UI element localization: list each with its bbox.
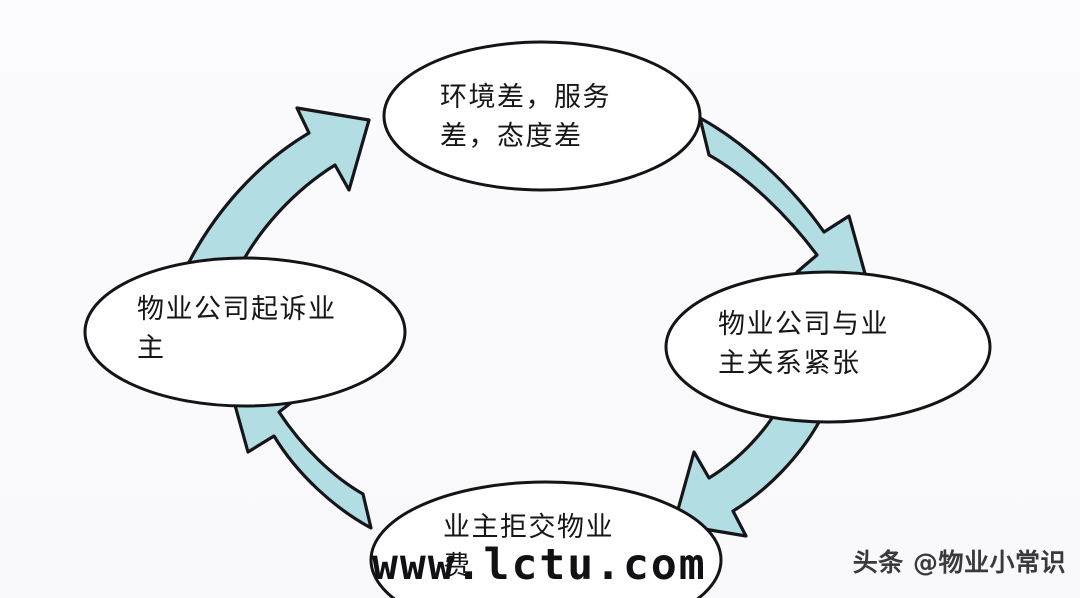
node-ellipse-left[interactable] (83, 256, 407, 408)
arrow-top-to-right (698, 116, 871, 290)
arrow-left-to-top (184, 106, 371, 276)
node-ellipse-right[interactable] (664, 270, 992, 424)
node-ellipse-top[interactable] (382, 40, 702, 192)
node-ellipse-bottom[interactable] (369, 480, 723, 598)
